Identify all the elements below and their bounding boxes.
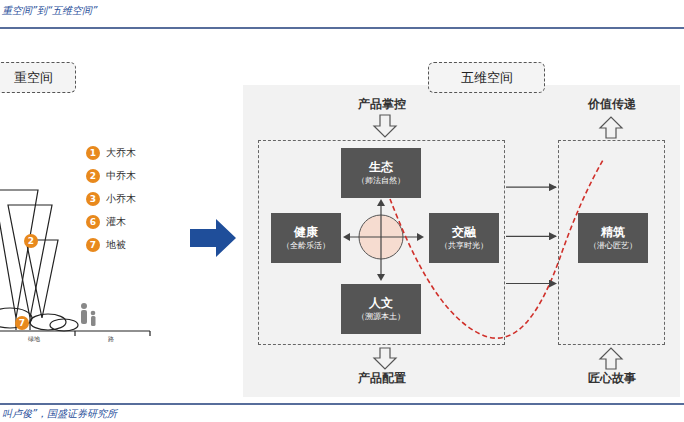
panel-ground (243, 85, 680, 397)
legend-text: 中乔木 (106, 169, 136, 183)
flow-arrow (506, 283, 556, 284)
callout-number: 7 (15, 316, 29, 330)
dashed-group: 价值传递匠心故事精筑（潜心匠艺） (558, 140, 665, 345)
flow-arrow (506, 236, 556, 237)
tab-text: 重空间 (14, 69, 53, 87)
box-subtitle: （溯源本土） (357, 311, 405, 323)
ground-label: 绿地 (28, 335, 40, 344)
box-subtitle: （潜心匠艺） (589, 240, 637, 252)
legend-swatch: 7 (86, 238, 100, 252)
legend-text: 大乔木 (106, 146, 136, 160)
legend-row: 7 地被 (86, 238, 126, 252)
legend-swatch: 1 (86, 146, 100, 160)
dashed-group: 产品掌控产品配置生态（师法自然）健康（全龄乐活）交融（共享时光）人文（溯源本土） (258, 140, 505, 345)
header-rule (0, 27, 684, 29)
callout-number: 2 (24, 234, 38, 248)
box-subtitle: （全龄乐活） (282, 240, 330, 252)
box-subtitle: （师法自然） (357, 175, 405, 187)
legend-text: 地被 (106, 238, 126, 252)
value-curve (390, 160, 603, 338)
source-caption: 叫卢俊”，国盛证券研究所 (2, 407, 117, 421)
ground-label: 路 (108, 335, 114, 344)
dimension-box: 健康（全龄乐活） (271, 213, 341, 263)
legend-text: 灌木 (106, 215, 126, 229)
bottom-heading: 匠心故事 (559, 371, 664, 385)
box-heading: 人文 (369, 295, 393, 311)
footer-rule (0, 403, 684, 405)
callout-number: 6 (90, 217, 96, 227)
space-tab: 重空间 (0, 62, 76, 93)
legend-text: 小乔木 (106, 192, 136, 206)
box-subtitle: （共享时光） (440, 240, 488, 252)
callout-number: 1 (90, 148, 96, 158)
center-compass (343, 199, 424, 281)
dimension-box: 人文（溯源本土） (341, 284, 421, 334)
legend-row: 3 小乔木 (86, 192, 136, 206)
top-heading: 价值传递 (559, 97, 664, 111)
tab-text: 五维空间 (461, 69, 513, 87)
box-heading: 健康 (294, 224, 318, 240)
people (81, 303, 96, 326)
legend-row: 2 中乔木 (86, 169, 136, 183)
dimension-box: 精筑（潜心匠艺） (578, 213, 648, 263)
figure-title: 重空间”到“五维空间” (2, 4, 98, 18)
dimension-box: 生态（师法自然） (341, 148, 421, 198)
flow-arrow (506, 187, 556, 188)
callout-number: 3 (90, 194, 96, 204)
space-tab: 五维空间 (428, 62, 545, 93)
dimension-box: 交融（共享时光） (429, 213, 499, 263)
legend-swatch: 2 (86, 169, 100, 183)
box-heading: 生态 (369, 159, 393, 175)
legend-row: 6 灌木 (86, 215, 126, 229)
box-heading: 精筑 (601, 224, 625, 240)
callout-number: 2 (90, 171, 96, 181)
transition-arrow (190, 219, 236, 257)
box-heading: 交融 (452, 224, 476, 240)
top-heading: 产品掌控 (259, 97, 504, 111)
legend-swatch: 6 (86, 215, 100, 229)
bottom-heading: 产品配置 (259, 371, 504, 385)
tree-sketch (0, 190, 150, 336)
callout-number: 7 (90, 240, 96, 250)
legend-row: 1 大乔木 (86, 146, 136, 160)
legend-swatch: 3 (86, 192, 100, 206)
